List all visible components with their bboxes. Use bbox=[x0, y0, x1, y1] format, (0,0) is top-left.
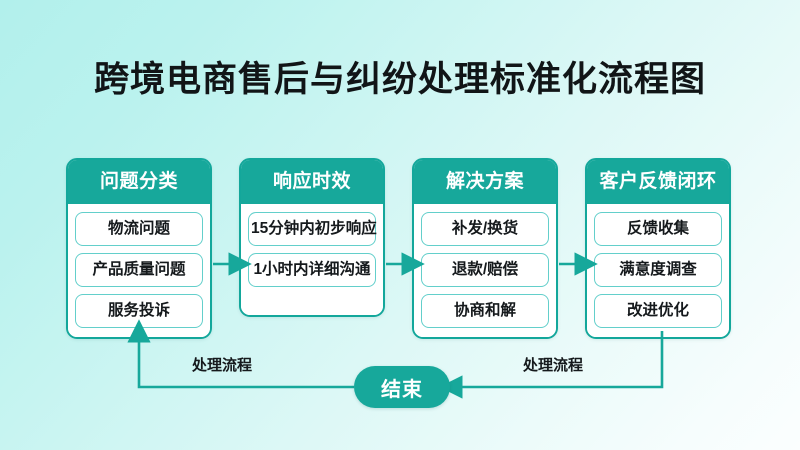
flow-item[interactable]: 15分钟内初步响应 bbox=[248, 212, 377, 246]
page-title: 跨境电商售后与纠纷处理标准化流程图 bbox=[93, 60, 706, 99]
column-header: 解决方案 bbox=[414, 160, 556, 204]
edge-label-left: 处理流程 bbox=[192, 357, 253, 374]
flow-item[interactable]: 反馈收集 bbox=[594, 212, 722, 246]
flow-item[interactable]: 物流问题 bbox=[75, 212, 203, 246]
column-header: 问题分类 bbox=[68, 160, 210, 204]
column-header: 客户反馈闭环 bbox=[587, 160, 729, 204]
flow-item[interactable]: 服务投诉 bbox=[75, 294, 203, 328]
flow-item[interactable]: 改进优化 bbox=[594, 294, 722, 328]
flow-item[interactable]: 产品质量问题 bbox=[75, 253, 203, 287]
edge-label-right: 处理流程 bbox=[523, 357, 584, 374]
column-body: 15分钟内初步响应 1小时内详细沟通 bbox=[241, 204, 383, 315]
flow-column-customer-feedback-loop[interactable]: 客户反馈闭环 反馈收集 满意度调查 改进优化 bbox=[585, 158, 731, 339]
flow-item[interactable]: 满意度调查 bbox=[594, 253, 722, 287]
end-node[interactable]: 结束 bbox=[354, 366, 450, 408]
flow-column-solution[interactable]: 解决方案 补发/换货 退款/赔偿 协商和解 bbox=[412, 158, 558, 339]
column-body: 物流问题 产品质量问题 服务投诉 bbox=[68, 204, 210, 337]
column-body: 反馈收集 满意度调查 改进优化 bbox=[587, 204, 729, 337]
flow-item[interactable]: 补发/换货 bbox=[421, 212, 549, 246]
column-body: 补发/换货 退款/赔偿 协商和解 bbox=[414, 204, 556, 337]
flow-item[interactable]: 协商和解 bbox=[421, 294, 549, 328]
flow-item[interactable]: 退款/赔偿 bbox=[421, 253, 549, 287]
column-header: 响应时效 bbox=[241, 160, 383, 204]
flow-item[interactable]: 1小时内详细沟通 bbox=[248, 253, 376, 287]
flow-column-response-time[interactable]: 响应时效 15分钟内初步响应 1小时内详细沟通 bbox=[239, 158, 385, 317]
end-node-label: 结束 bbox=[381, 378, 423, 401]
flow-column-problem-classification[interactable]: 问题分类 物流问题 产品质量问题 服务投诉 bbox=[66, 158, 212, 339]
